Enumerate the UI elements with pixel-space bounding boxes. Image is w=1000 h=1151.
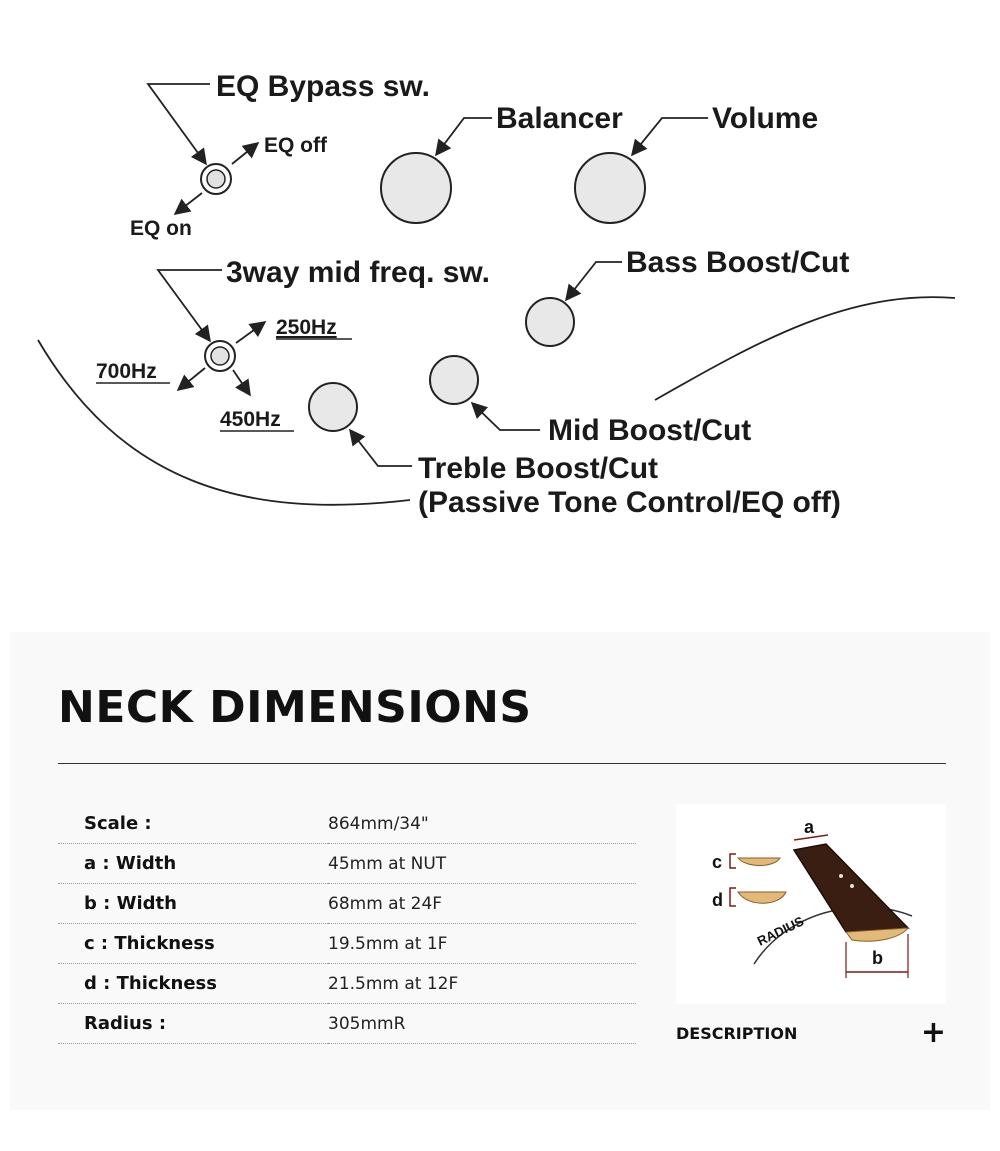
eq-bypass-label: EQ Bypass sw. — [216, 70, 430, 103]
eq-off-arrow — [231, 141, 260, 165]
profile-d — [737, 891, 787, 904]
neck-dimensions-panel: NECK DIMENSIONS Scale : 864mm/34" a : Wi… — [10, 632, 990, 1110]
eq-on-label: EQ on — [130, 217, 192, 240]
spec-value: 864mm/34" — [328, 804, 636, 844]
controls-diagram: EQ Bypass sw. EQ off EQ on Balancer Volu… — [37, 70, 956, 519]
neck-shape — [792, 843, 910, 933]
dim-c-bracket — [729, 853, 736, 869]
hz700-arrow — [176, 367, 206, 392]
radius-label: RADIUS — [755, 913, 807, 948]
dim-a-line — [793, 834, 829, 841]
spec-label: Radius : — [58, 1003, 328, 1044]
spec-value: 305mmR — [328, 1003, 636, 1044]
spec-label: a : Width — [58, 843, 328, 884]
fret-dot — [839, 874, 843, 878]
hz450-arrow — [232, 369, 251, 397]
volume-label: Volume — [712, 102, 818, 135]
table-row: b : Width 68mm at 24F — [58, 883, 636, 924]
spec-label: b : Width — [58, 883, 328, 924]
spec-value: 19.5mm at 1F — [328, 923, 636, 964]
mid-knob — [429, 355, 479, 405]
title-divider — [58, 763, 946, 764]
volume-leader — [630, 117, 708, 157]
plus-icon[interactable]: + — [920, 1015, 946, 1050]
mid-freq-label: 3way mid freq. sw. — [226, 256, 490, 289]
eq-on-arrow — [173, 192, 203, 215]
table-row: c : Thickness 19.5mm at 1F — [58, 923, 636, 964]
neck-spec-table: Scale : 864mm/34" a : Width 45mm at NUT … — [58, 804, 636, 1044]
bass-knob — [525, 297, 575, 347]
hz450-label: 450Hz — [220, 408, 281, 431]
treble-leader — [349, 428, 412, 467]
body-outline-left — [37, 339, 411, 506]
mid-leader — [470, 401, 540, 431]
description-toggle[interactable]: DESCRIPTION + — [676, 1014, 946, 1054]
spec-value: 45mm at NUT — [328, 843, 636, 884]
eq-bypass-switch — [200, 163, 232, 195]
treble-sub-label: (Passive Tone Control/EQ off) — [418, 486, 841, 519]
neck-dimensions-title: NECK DIMENSIONS — [58, 682, 532, 733]
dim-c-label: c — [712, 852, 722, 872]
eq-off-label: EQ off — [264, 134, 328, 157]
dim-d-label: d — [712, 890, 723, 910]
mid-freq-switch — [204, 340, 236, 372]
hz700-label: 700Hz — [96, 360, 157, 383]
spec-label: c : Thickness — [58, 923, 328, 964]
neck-heel — [845, 927, 910, 942]
hz250-label: 250Hz — [276, 316, 337, 339]
treble-knob — [308, 382, 358, 432]
hz250-arrow — [235, 321, 267, 344]
fret-dot — [850, 884, 854, 888]
dim-a-label: a — [804, 817, 815, 837]
neck-dimensions-figure: a b c d RADIUS — [676, 804, 946, 1004]
dim-d-bracket — [729, 887, 736, 907]
body-outline-right — [654, 296, 956, 401]
spec-label: d : Thickness — [58, 963, 328, 1004]
table-row: d : Thickness 21.5mm at 12F — [58, 963, 636, 1004]
dim-b-label: b — [872, 948, 883, 968]
table-row: Scale : 864mm/34" — [58, 804, 636, 844]
balancer-label: Balancer — [496, 102, 623, 135]
treble-label: Treble Boost/Cut — [418, 452, 658, 485]
spec-value: 68mm at 24F — [328, 883, 636, 924]
profile-c — [736, 857, 781, 866]
table-row: a : Width 45mm at NUT — [58, 843, 636, 884]
balancer-knob — [380, 152, 452, 224]
bass-leader — [564, 261, 622, 302]
spec-value: 21.5mm at 12F — [328, 963, 636, 1004]
balancer-leader — [435, 117, 492, 157]
bass-label: Bass Boost/Cut — [626, 246, 849, 279]
mid-freq-leader — [156, 269, 222, 343]
eq-bypass-leader — [146, 83, 210, 166]
volume-knob — [574, 152, 646, 224]
mid-label: Mid Boost/Cut — [548, 414, 751, 447]
spec-label: Scale : — [58, 804, 328, 844]
description-label: DESCRIPTION — [676, 1024, 798, 1043]
table-row: Radius : 305mmR — [58, 1003, 636, 1044]
